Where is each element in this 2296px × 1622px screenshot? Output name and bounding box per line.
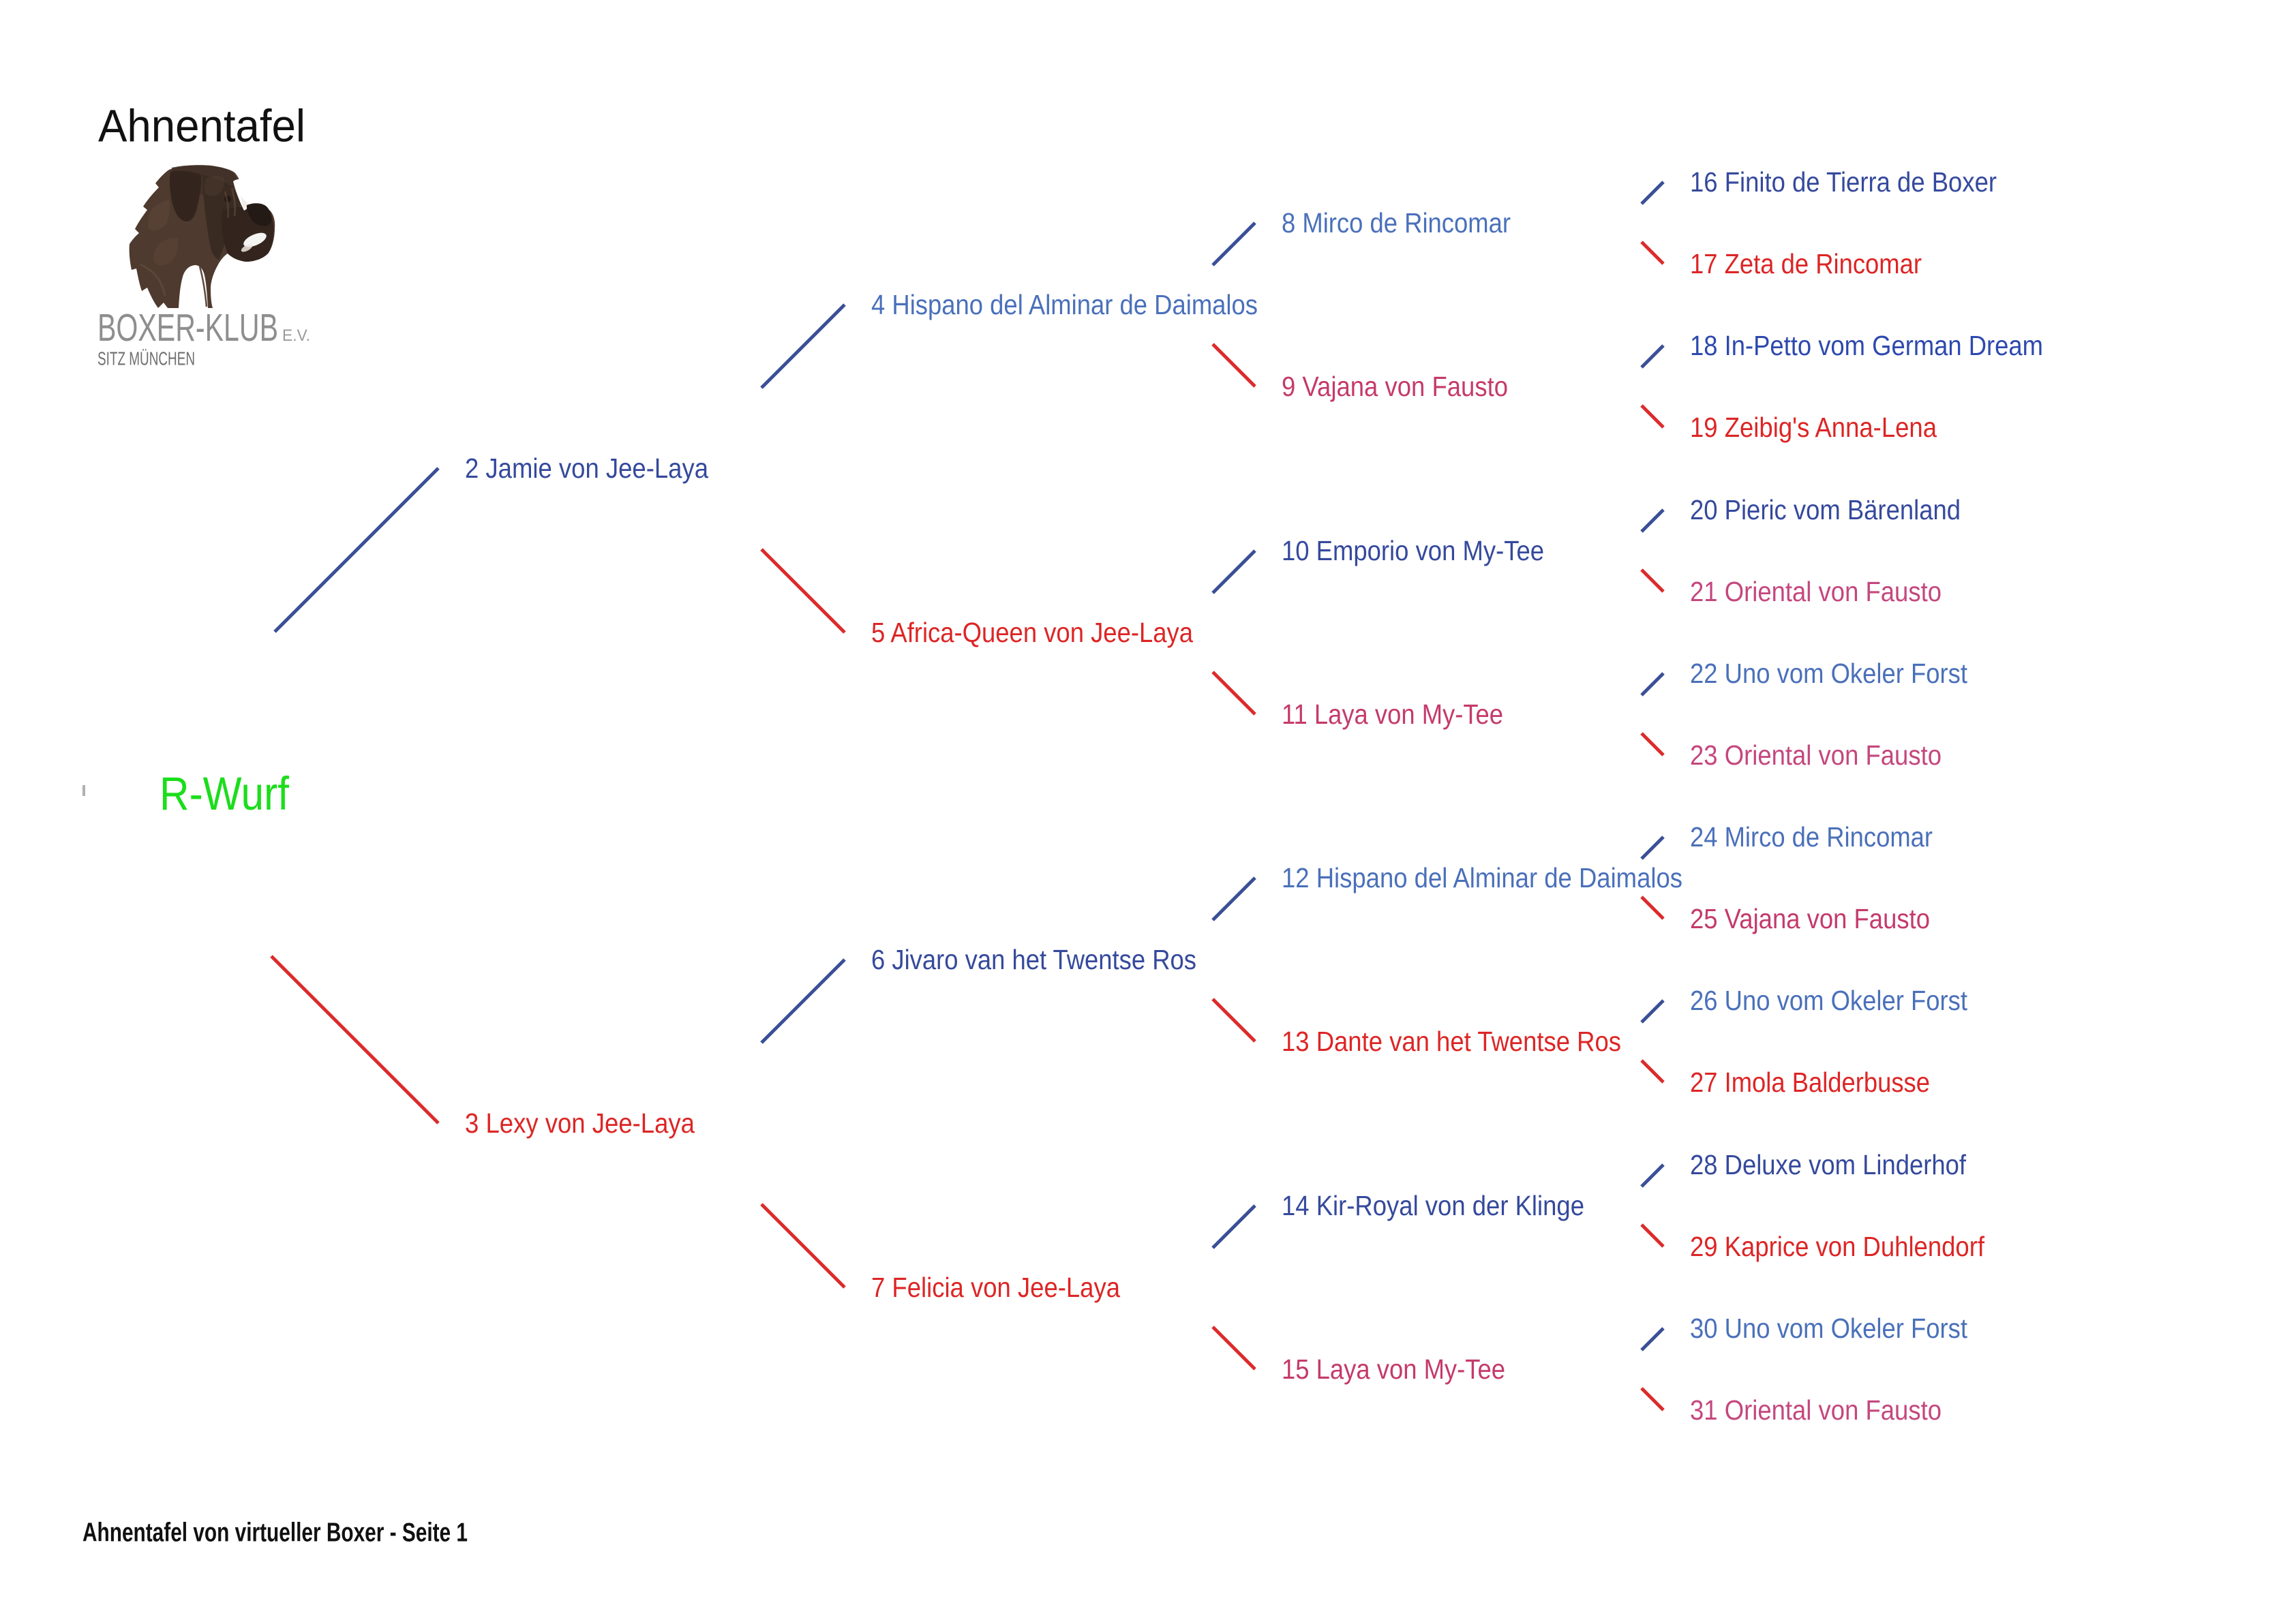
- svg-text:8 Mirco de Rincomar: 8 Mirco de Rincomar: [1282, 207, 1511, 239]
- svg-text:21 Oriental von Fausto: 21 Oriental von Fausto: [1690, 576, 1942, 607]
- svg-text:16 Finito de Tierra de Boxer: 16 Finito de Tierra de Boxer: [1690, 166, 1997, 198]
- svg-text:19 Zeibig's Anna-Lena: 19 Zeibig's Anna-Lena: [1690, 412, 1937, 443]
- svg-text:E.V.: E.V.: [282, 326, 310, 345]
- svg-text:3 Lexy von Jee-Laya: 3 Lexy von Jee-Laya: [465, 1107, 695, 1139]
- svg-text:28 Deluxe vom Linderhof: 28 Deluxe vom Linderhof: [1690, 1149, 1967, 1180]
- svg-text:10 Emporio von My-Tee: 10 Emporio von My-Tee: [1282, 535, 1544, 566]
- svg-text:9 Vajana von Fausto: 9 Vajana von Fausto: [1282, 371, 1508, 402]
- svg-text:22 Uno vom Okeler Forst: 22 Uno vom Okeler Forst: [1690, 658, 1967, 689]
- svg-text:24 Mirco de Rincomar: 24 Mirco de Rincomar: [1690, 821, 1933, 853]
- svg-text:SITZ MÜNCHEN: SITZ MÜNCHEN: [97, 348, 195, 369]
- svg-text:Ahnentafel von virtueller Boxe: Ahnentafel von virtueller Boxer - Seite …: [82, 1518, 468, 1548]
- svg-text:7 Felicia von Jee-Laya: 7 Felicia von Jee-Laya: [871, 1272, 1120, 1303]
- svg-text:26 Uno vom Okeler Forst: 26 Uno vom Okeler Forst: [1690, 985, 1967, 1016]
- svg-text:4 Hispano del Alminar de Daima: 4 Hispano del Alminar de Daimalos: [871, 289, 1258, 320]
- svg-text:BOXER-KLUB: BOXER-KLUB: [97, 307, 278, 350]
- svg-text:13 Dante van het Twentse Ros: 13 Dante van het Twentse Ros: [1282, 1026, 1621, 1057]
- svg-text:27 Imola Balderbusse: 27 Imola Balderbusse: [1690, 1067, 1930, 1098]
- svg-text:R-Wurf: R-Wurf: [160, 767, 290, 820]
- svg-text:25 Vajana von Fausto: 25 Vajana von Fausto: [1690, 903, 1930, 934]
- svg-text:29 Kaprice von Duhlendorf: 29 Kaprice von Duhlendorf: [1690, 1231, 1985, 1262]
- svg-text:30 Uno vom Okeler Forst: 30 Uno vom Okeler Forst: [1690, 1313, 1967, 1344]
- svg-text:31 Oriental von Fausto: 31 Oriental von Fausto: [1690, 1394, 1942, 1426]
- svg-text:Ahnentafel: Ahnentafel: [98, 102, 305, 152]
- svg-text:2 Jamie von Jee-Laya: 2 Jamie von Jee-Laya: [465, 453, 708, 484]
- svg-text:14 Kir-Royal von der Klinge: 14 Kir-Royal von der Klinge: [1282, 1190, 1584, 1221]
- svg-text:20 Pieric vom Bärenland: 20 Pieric vom Bärenland: [1690, 494, 1961, 525]
- svg-text:5 Africa-Queen von Jee-Laya: 5 Africa-Queen von Jee-Laya: [871, 617, 1193, 648]
- svg-text:15 Laya von My-Tee: 15 Laya von My-Tee: [1282, 1353, 1505, 1385]
- svg-text:11 Laya von My-Tee: 11 Laya von My-Tee: [1282, 699, 1503, 730]
- svg-text:17 Zeta de Rincomar: 17 Zeta de Rincomar: [1690, 248, 1922, 279]
- svg-text:18 In-Petto vom German Dream: 18 In-Petto vom German Dream: [1690, 330, 2043, 361]
- svg-text:6 Jivaro van het Twentse Ros: 6 Jivaro van het Twentse Ros: [871, 944, 1196, 975]
- svg-text:23 Oriental von Fausto: 23 Oriental von Fausto: [1690, 739, 1942, 771]
- svg-text:12 Hispano del Alminar de Daim: 12 Hispano del Alminar de Daimalos: [1282, 862, 1682, 893]
